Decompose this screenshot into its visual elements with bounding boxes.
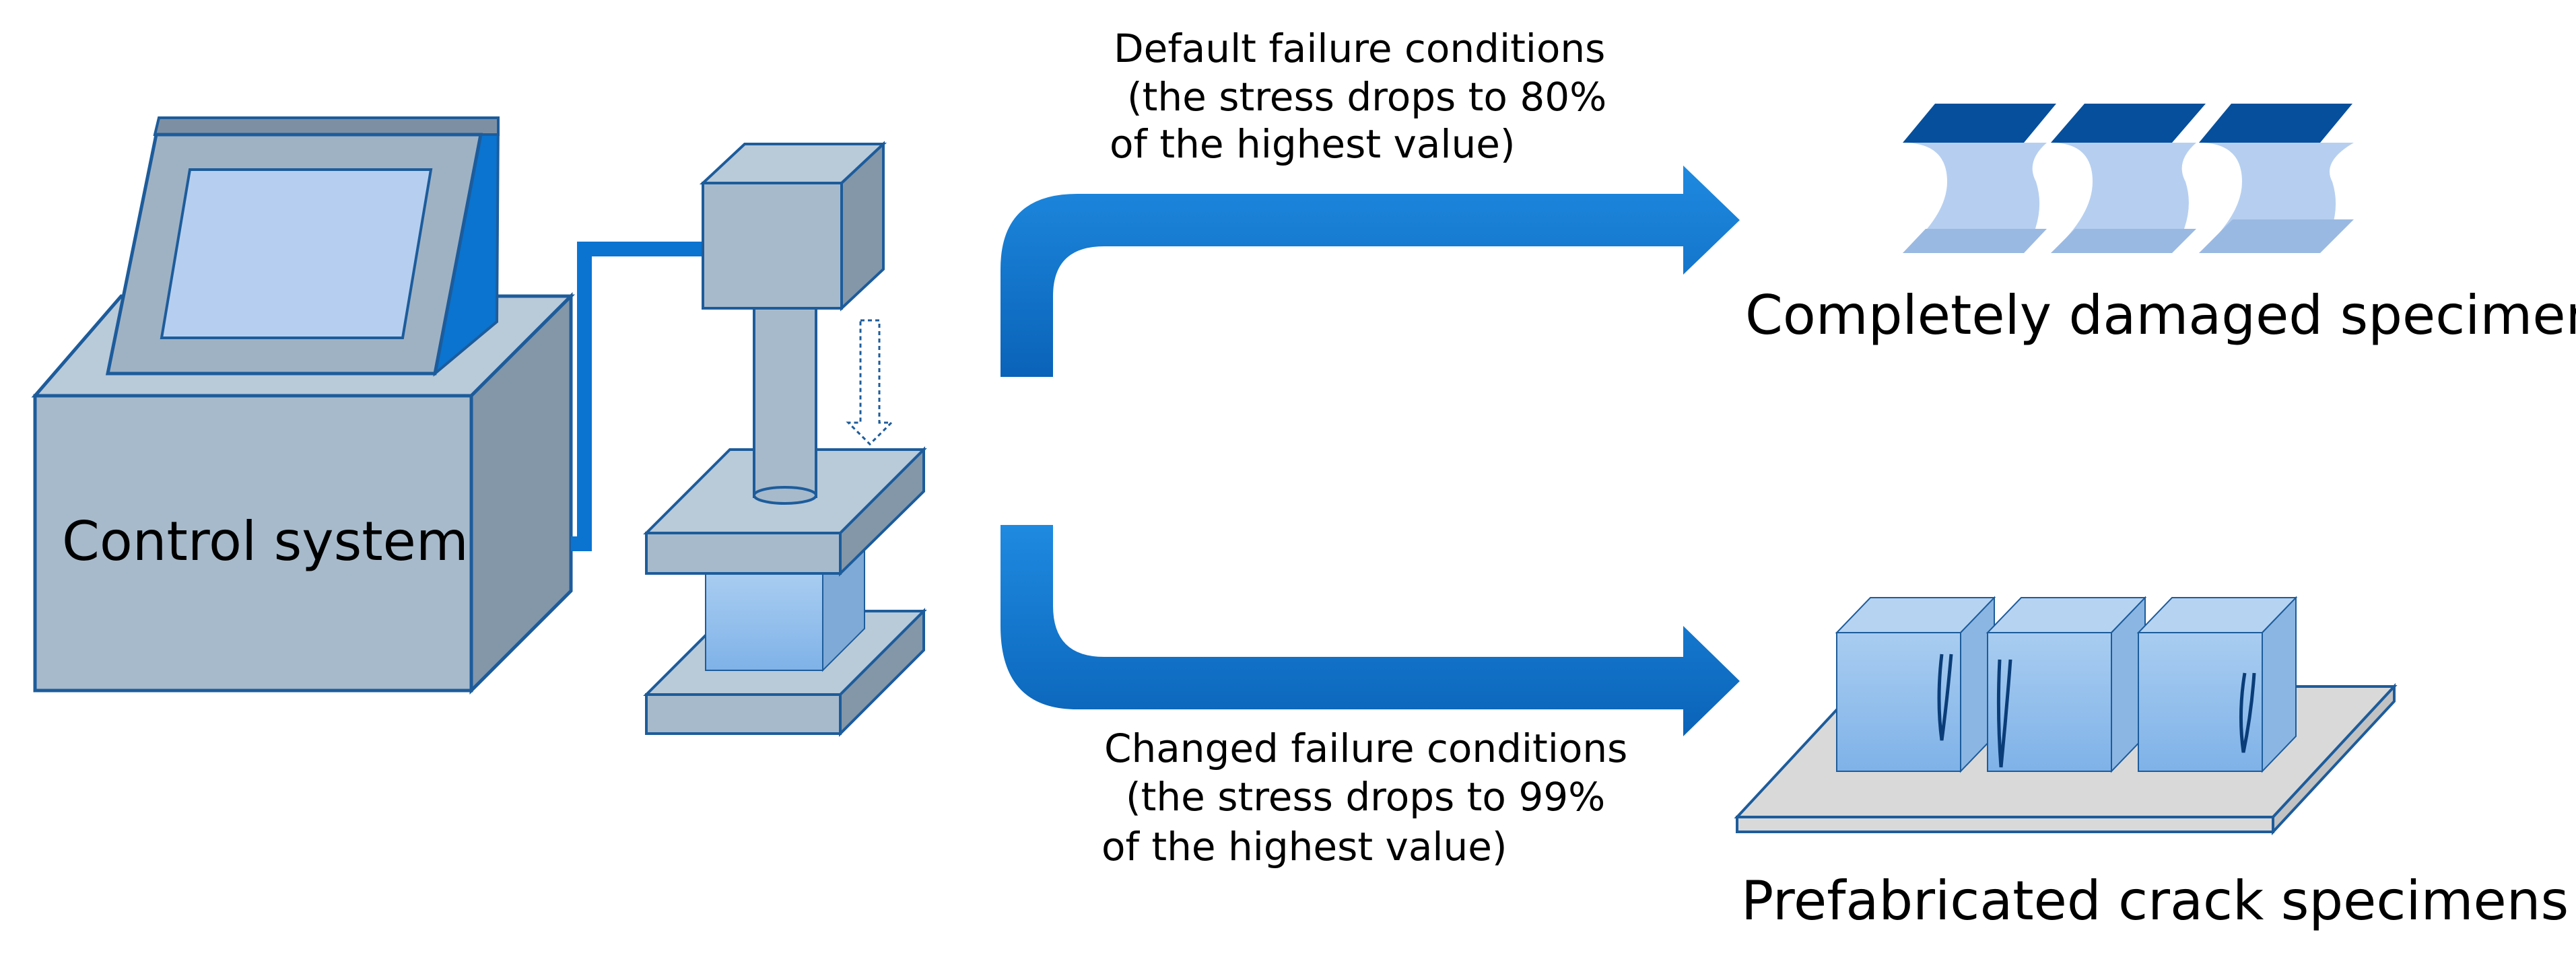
bottom-platen-front — [645, 693, 842, 735]
crack-specimen — [2136, 596, 2298, 773]
connection-cable — [571, 242, 707, 551]
default-condition-line1: Default failure conditions — [1114, 26, 1605, 71]
actuator-front — [702, 182, 843, 310]
changed-failure-arrow — [1001, 525, 1740, 736]
damaged-specimen — [2051, 104, 2206, 253]
piston-base — [753, 486, 817, 505]
monitor-screen — [160, 168, 433, 339]
changed-condition-line1: Changed failure conditions — [1104, 726, 1627, 771]
crack-specimen — [1835, 596, 1996, 773]
cabinet-front-face — [33, 394, 473, 693]
changed-condition-line2: (the stress drops to 99% — [1126, 774, 1605, 820]
damaged-specimen — [1903, 104, 2056, 253]
control-system-label: Control system — [62, 510, 469, 573]
crack-specimens-label: Prefabricated crack specimens — [1741, 870, 2569, 932]
control-system-unit: Control system — [31, 116, 576, 695]
crack-specimens — [1734, 596, 2398, 836]
default-condition-line2: (the stress drops to 80% — [1127, 74, 1606, 120]
testing-machine — [643, 141, 927, 737]
default-condition-line3: of the highest value) — [1110, 121, 1516, 167]
damaged-specimens — [1903, 104, 2354, 253]
damaged-specimen — [2199, 104, 2354, 253]
specimen-tray-side — [2272, 682, 2396, 836]
changed-condition-line3: of the highest value) — [1101, 824, 1507, 870]
default-failure-arrow — [1001, 166, 1740, 377]
damaged-specimens-label: Completely damaged specimens — [1745, 284, 2576, 347]
crack-specimen — [1986, 596, 2147, 773]
upper-platen-front — [645, 532, 842, 575]
monitor-top — [153, 116, 500, 136]
specimen-tray-front — [1736, 816, 2274, 833]
load-direction-arrow-icon — [846, 319, 894, 446]
test-specimen-front — [705, 573, 823, 671]
piston-column — [753, 307, 817, 498]
